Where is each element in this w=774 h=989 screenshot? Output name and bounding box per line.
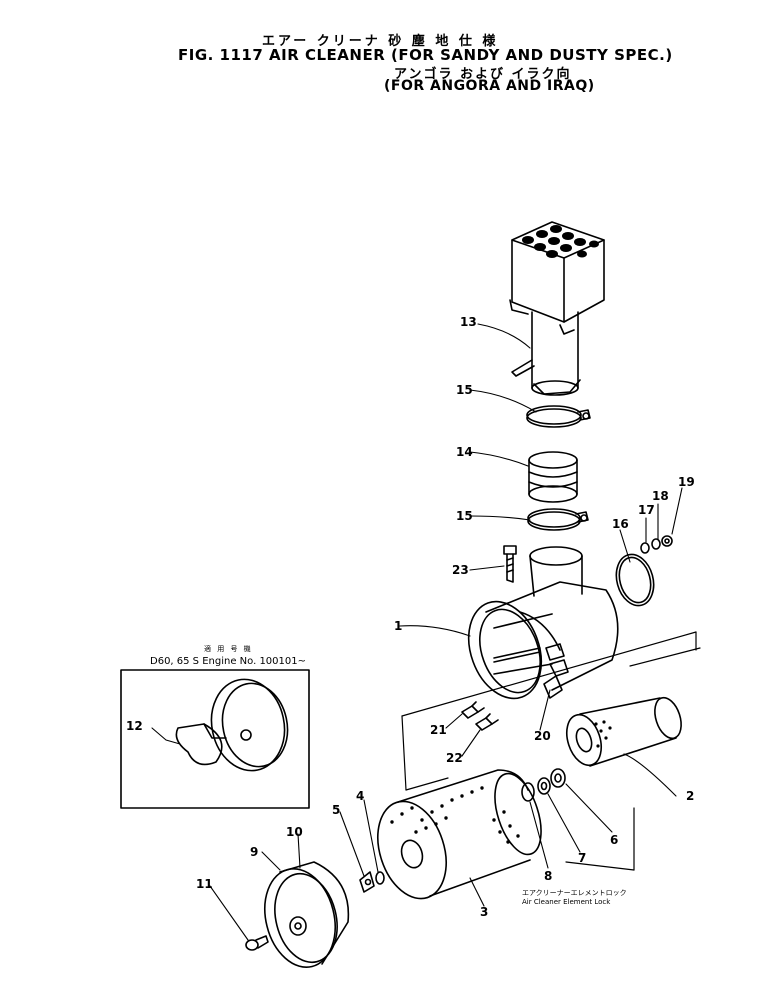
washer (375, 871, 385, 885)
wing-nut (359, 871, 375, 893)
callout-3: 3 (480, 905, 488, 919)
callout-7: 7 (578, 851, 586, 865)
callout-20: 20 (534, 729, 551, 743)
callout-6: 6 (610, 833, 618, 847)
cover-bolt (245, 935, 269, 951)
washer-nut-set (640, 535, 673, 554)
outer-element (377, 769, 542, 900)
precleaner-head (509, 221, 605, 396)
subtitle-japanese: アンゴラ および イラク向 (394, 67, 572, 82)
bolt (503, 545, 517, 583)
callout-leaders (151, 323, 683, 941)
element-lock-japanese: エアクリーナーエレメントロック (522, 889, 627, 897)
callout-18: 18 (652, 489, 669, 503)
fitting (543, 675, 563, 699)
callout-11: 11 (196, 877, 213, 891)
air-cleaner-body (467, 546, 619, 700)
callout-15-lower: 15 (456, 509, 473, 523)
callout-21: 21 (430, 723, 447, 737)
callout-12: 12 (126, 719, 143, 733)
hose-clamp-lower (527, 508, 589, 531)
figure-title: FIG. 1117 AIR CLEANER (FOR SANDY AND DUS… (178, 46, 673, 64)
callout-16: 16 (612, 517, 629, 531)
callout-15-upper: 15 (456, 383, 473, 397)
figure-subtitle: (FOR ANGORA AND IRAQ) (384, 78, 595, 94)
end-cover (264, 861, 350, 969)
element-lock-nuts (521, 768, 566, 802)
inset-usage-japanese: 適 用 号 機 (204, 645, 253, 653)
callout-4: 4 (356, 789, 364, 803)
o-ring (615, 553, 655, 607)
callout-9: 9 (250, 845, 258, 859)
callout-8: 8 (544, 869, 552, 883)
callout-17: 17 (638, 503, 655, 517)
hose-clamp-upper (526, 405, 591, 428)
inset-box (120, 669, 310, 809)
callout-13: 13 (460, 315, 477, 329)
plug-fittings (461, 701, 499, 731)
callout-2: 2 (686, 789, 694, 803)
callout-14: 14 (456, 445, 473, 459)
callout-10: 10 (286, 825, 303, 839)
callout-23: 23 (452, 563, 469, 577)
title-japanese: エアー クリーナ 砂 塵 地 仕 様 (262, 34, 499, 49)
gasket (175, 723, 223, 766)
callout-22: 22 (446, 751, 463, 765)
inner-element (565, 696, 682, 767)
callout-5: 5 (332, 803, 340, 817)
element-lock-label: Air Cleaner Element Lock (522, 898, 611, 906)
inset-engine-label: D60, 65 S Engine No. 100101~ (150, 656, 306, 667)
connector-hose (528, 451, 578, 503)
leader-frame (401, 631, 701, 871)
callout-19: 19 (678, 475, 695, 489)
callout-1: 1 (394, 619, 402, 633)
